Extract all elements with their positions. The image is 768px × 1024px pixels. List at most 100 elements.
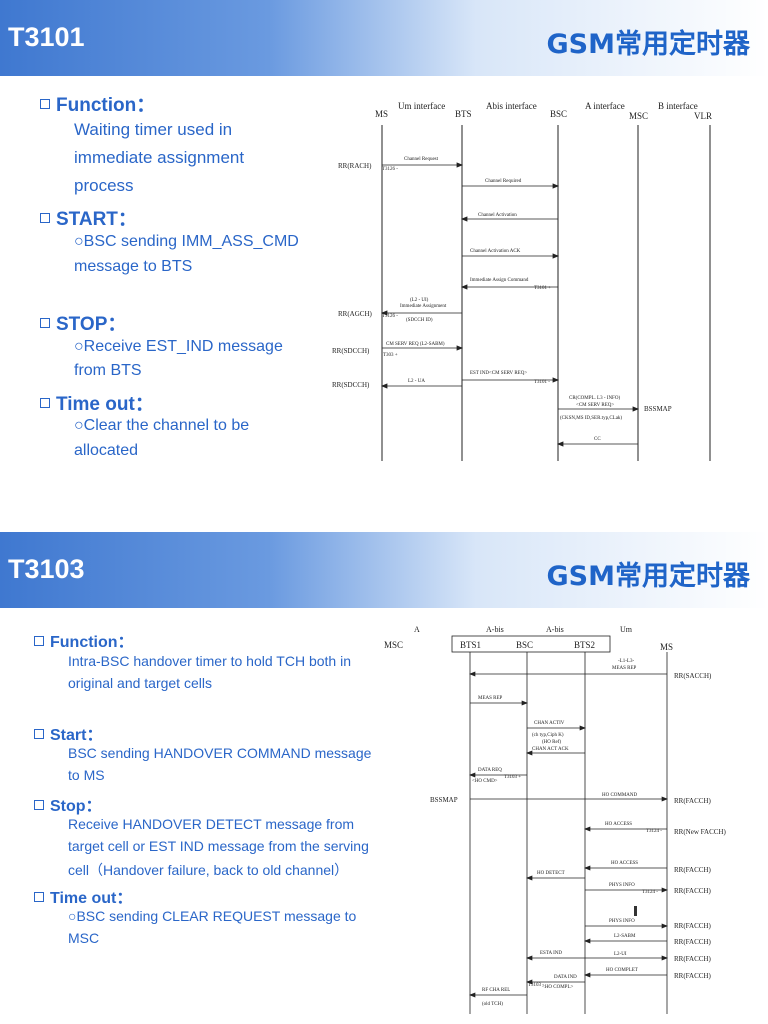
message-label: (HO Ref)	[542, 740, 561, 745]
interface-label: A-bis	[486, 625, 504, 634]
stop-line: Receive HANDOVER DETECT message from	[68, 816, 355, 832]
entity-label: BSC	[516, 640, 533, 650]
bullet-square-icon	[40, 317, 50, 328]
message-label: DATA IND	[554, 975, 577, 980]
right-label: RR(FACCH)	[674, 955, 711, 963]
message-label: DATA REQ	[478, 768, 502, 773]
interface-label: A	[414, 625, 420, 634]
message-label: Channel Request	[404, 157, 439, 162]
interface-label: A-bis	[546, 625, 564, 634]
slide-title: T3101	[8, 22, 85, 52]
timer-label: T3103 +	[504, 775, 521, 780]
timeout-heading: Time out：	[40, 389, 154, 416]
stop-line: ○Receive EST_IND message	[74, 338, 283, 355]
timer-label: T303 +	[383, 353, 398, 358]
right-label: RR(FACCH)	[674, 887, 711, 895]
entity-label: VLR	[694, 111, 712, 121]
left-label: RR(AGCH)	[338, 310, 373, 318]
function-line: process	[74, 176, 134, 195]
left-label: RR(SDCCH)	[332, 347, 370, 355]
message-label: (L2 - UI)	[410, 298, 429, 303]
message-label: Channel Activation	[478, 213, 517, 218]
function-line: Waiting timer used in	[74, 120, 233, 139]
immediate-assignment-sequence-diagram: MS BTS BSC MSC VLR Um interface Abis int…	[332, 101, 712, 461]
timer-label: T3103 -	[528, 983, 544, 988]
message-label: <CM SERV REQ>	[576, 403, 614, 408]
intra-bsc-handover-sequence-diagram: MSC BTS1 BSC BTS2 MS A A-bis A-bis Um	[384, 625, 726, 1014]
message-label: CHAN ACT ACK	[532, 747, 569, 752]
timer-label: T3124 -	[646, 829, 662, 834]
entity-label: BTS1	[460, 640, 481, 650]
entity-label: BSC	[550, 109, 567, 119]
stop-line: target cell or EST IND message from the …	[68, 838, 369, 854]
timer-label: T3126 -	[382, 167, 398, 172]
start-line: BSC sending HANDOVER COMMAND message	[68, 745, 372, 761]
right-label: RR(SACCH)	[674, 672, 712, 680]
start-heading: START：	[40, 204, 137, 231]
message-label: MEAS REP	[478, 696, 503, 701]
interface-label: B interface	[658, 101, 698, 111]
message-label: RF CHA REL	[482, 988, 510, 993]
entity-label: MSC	[629, 111, 648, 121]
function-heading: Function：	[34, 628, 134, 652]
message-label: PHYS INFO	[609, 883, 635, 888]
timeout-line: ○Clear the channel to be	[74, 417, 250, 434]
interface-label: Um	[620, 625, 633, 634]
entity-label: MSC	[384, 640, 403, 650]
stop-heading: Stop：	[34, 792, 102, 816]
message-label: HO DETECT	[537, 871, 565, 876]
right-label: RR(FACCH)	[674, 938, 711, 946]
timer-label: T3101 -	[534, 380, 550, 385]
message-label: (old TCH)	[482, 1002, 503, 1007]
start-heading: Start：	[34, 721, 102, 745]
interface-label: A interface	[585, 101, 625, 111]
right-label: RR(FACCH)	[674, 797, 711, 805]
start-line: ○BSC sending IMM_ASS_CMD	[74, 233, 299, 250]
right-label: RR(FACCH)	[674, 866, 711, 874]
bullet-square-icon	[34, 891, 44, 902]
stop-line: from BTS	[74, 362, 142, 379]
message-label: -L1-L3-	[618, 659, 634, 664]
bullet-square-icon	[40, 98, 50, 109]
message-label: PHYS INFO	[609, 919, 635, 924]
message-label: L2 - UA	[408, 379, 425, 384]
brand-title: GSM常用定时器	[546, 29, 750, 60]
entity-label: BTS2	[574, 640, 595, 650]
message-label: L2-UI	[614, 952, 627, 957]
message-label: <HO COMPL>	[542, 985, 574, 990]
message-label: (CKSN,MS ID,SER.typ,CLak)	[560, 416, 622, 421]
right-label: RR(FACCH)	[674, 972, 711, 980]
timeout-line: ○BSC sending CLEAR REQUEST message to	[68, 908, 357, 924]
slide-title: T3103	[8, 554, 85, 584]
message-label: Immediate Assignment	[400, 304, 447, 309]
message-label: (ch typ,Ciph K)	[532, 733, 564, 738]
bullet-square-icon	[34, 635, 44, 646]
slide-t3103: T3103 GSM常用定时器 Function： Intra-BSC hando…	[0, 532, 768, 1024]
timeout-heading: Time out：	[34, 884, 132, 908]
bullet-square-icon	[34, 728, 44, 739]
function-line: original and target cells	[68, 675, 212, 691]
right-label: RR(FACCH)	[674, 922, 711, 930]
message-label: HO COMPLET	[606, 968, 638, 973]
message-label: Immediate Assign Command	[470, 278, 529, 283]
timer-label: T3126 -	[382, 314, 398, 319]
bullet-square-icon	[34, 799, 44, 810]
slide-t3101: T3101 GSM常用定时器 Function： Waiting timer u…	[0, 0, 768, 500]
message-label: Channel Required	[485, 179, 522, 184]
message-label: CR(COMPL. L3 - INFO)	[569, 396, 620, 401]
message-label: HO COMMAND	[602, 793, 638, 798]
stop-line: cell（Handover failure, back to old chann…	[68, 862, 349, 878]
interface-label: Abis interface	[486, 101, 537, 111]
entity-label: BTS	[455, 109, 472, 119]
message-label: <HO CMD>	[472, 779, 498, 784]
slide-header: T3103 GSM常用定时器	[0, 532, 768, 608]
message-label: EST IND<CM SERV REQ>	[470, 371, 527, 376]
timeout-line: allocated	[74, 442, 139, 459]
slide-header: T3101 GSM常用定时器	[0, 0, 768, 76]
interface-label: Um interface	[398, 101, 445, 111]
message-label: Channel Activation ACK	[470, 249, 521, 254]
message-label: ESTA IND	[540, 951, 562, 956]
message-label: CHAN ACTIV	[534, 721, 565, 726]
message-label: L2-SABM	[614, 934, 636, 939]
message-label: CC	[594, 437, 601, 442]
